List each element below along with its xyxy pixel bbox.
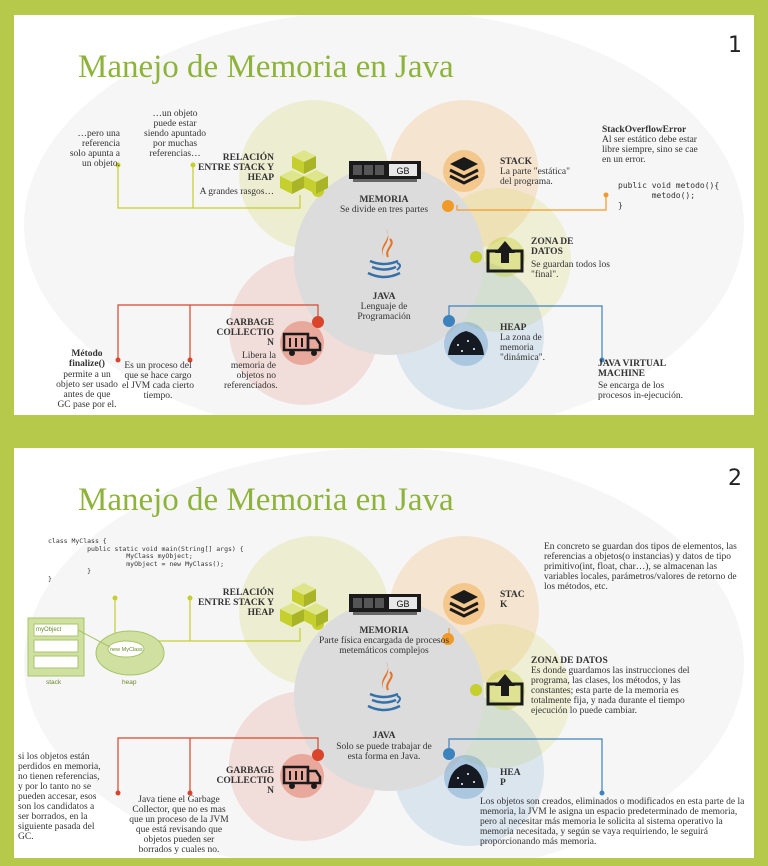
- note-object: …un objeto puede estar siendo apuntado p…: [144, 109, 207, 159]
- slide-2-graphics: [24, 448, 744, 858]
- heap-title: HEAP: [500, 323, 527, 333]
- zona-datos-text: Es donde guardamos las instrucciones del…: [531, 666, 690, 716]
- relacion-title: RELACIÓN ENTRE STACK Y HEAP: [197, 153, 274, 183]
- cubes-icon: [280, 583, 328, 627]
- red-dot: [312, 316, 324, 328]
- jvm-title: JAVA VIRTUAL MACHINE: [598, 359, 666, 379]
- code-sample: class MyClass { public static void main(…: [48, 537, 244, 583]
- upload-data-icon: [485, 237, 525, 277]
- stackoverflow-text: Al ser estático debe estar libre siempre…: [602, 135, 698, 165]
- garbage-truck-icon: [280, 321, 324, 365]
- stack-text: En concreto se guardan dos tipos de elem…: [544, 542, 737, 592]
- java-icon: [367, 662, 401, 712]
- gc-title: GARBAGE COLLECTIO N: [216, 318, 274, 348]
- heap-icon: [444, 322, 488, 366]
- myobject-label: myObject: [36, 627, 62, 633]
- heap-text: La zona de memoria "dinámica".: [500, 333, 545, 363]
- gc-note: Java tiene el Garbage Collector, que no …: [129, 795, 229, 855]
- slide-number: 1: [728, 33, 742, 58]
- note-reference: …pero una referencia solo apunta a un ob…: [69, 129, 120, 169]
- finalize-title: Método finalize(): [69, 349, 105, 369]
- orange-dot: [442, 200, 454, 212]
- cubes-icon: [280, 150, 328, 194]
- java-text: Lenguaje de Programación: [357, 302, 411, 322]
- slide-1-graphics: [24, 15, 744, 415]
- relacion-title: RELACIÓN ENTRE STACK Y HEAP: [197, 588, 274, 618]
- garbage-truck-icon: [280, 754, 324, 798]
- stack-text: La parte "estática" del programa.: [500, 167, 570, 187]
- jvm-text: Se encarga de los procesos in-ejecución.: [598, 381, 683, 401]
- stack-icon: [443, 150, 485, 192]
- upload-data-icon: [485, 670, 525, 710]
- slide-number: 2: [728, 466, 742, 491]
- relacion-text: A grandes rasgos…: [199, 187, 274, 197]
- finalize-text: permite a un objeto ser usado antes de q…: [56, 370, 118, 410]
- memoria-text: Parte física encargada de procesos metem…: [318, 636, 450, 656]
- ram-memory-icon: GB: [349, 594, 421, 615]
- blue-dot: [443, 315, 455, 327]
- stack-heap-diagram: [27, 617, 165, 677]
- gc-text: Libera la memoria de objetos no referenc…: [224, 351, 278, 391]
- heap-title: HEA P: [500, 768, 521, 788]
- zona-datos-text: Se guardan todos los "final".: [531, 260, 610, 280]
- memoria-title: MEMORIA: [359, 195, 409, 205]
- java-title: JAVA: [372, 292, 396, 302]
- stackoverflow-code: public void metodo(){ metodo(); }: [618, 181, 720, 210]
- heap-label: heap: [122, 679, 137, 686]
- java-icon: [367, 229, 401, 279]
- stack-label: stack: [46, 679, 62, 686]
- stack-title: STACK: [500, 157, 533, 167]
- slide-2: 2 Manejo de Memoria en Java class MyClas…: [14, 448, 754, 858]
- gb-label: GB: [396, 166, 409, 176]
- heap-text: Los objetos son creados, eliminados o mo…: [480, 797, 745, 847]
- new-myclass-label: new MyClass: [110, 647, 143, 653]
- gc-note: Es un proceso del que se hace cargo el J…: [122, 361, 195, 401]
- java-title: JAVA: [372, 731, 396, 741]
- green-dot: [470, 251, 482, 263]
- ram-memory-icon: GB: [349, 161, 421, 182]
- slide-1: 1 Manejo de Memoria en Java …pero una re…: [14, 15, 754, 415]
- page-title: Manejo de Memoria en Java: [78, 482, 454, 518]
- memoria-text: Se divide en tres partes: [339, 205, 429, 215]
- zona-datos-title: ZONA DE DATOS: [531, 656, 608, 666]
- zona-datos-title: ZONA DE DATOS: [531, 237, 574, 257]
- gc-title: GARBAGE COLLECTIO N: [216, 766, 274, 796]
- heap-icon: [444, 755, 488, 799]
- page-title: Manejo de Memoria en Java: [78, 49, 454, 85]
- left-note: si los objetos están perdidos en memoria…: [18, 752, 101, 842]
- center-circle: [294, 165, 484, 355]
- gb-label: GB: [396, 599, 409, 609]
- java-text: Solo se puede trabajar de esta forma en …: [336, 742, 432, 762]
- memoria-title: MEMORIA: [359, 626, 409, 636]
- stack-icon: [443, 583, 485, 625]
- stack-title: STAC K: [500, 590, 525, 610]
- stackoverflow-title: StackOverflowError: [602, 125, 687, 135]
